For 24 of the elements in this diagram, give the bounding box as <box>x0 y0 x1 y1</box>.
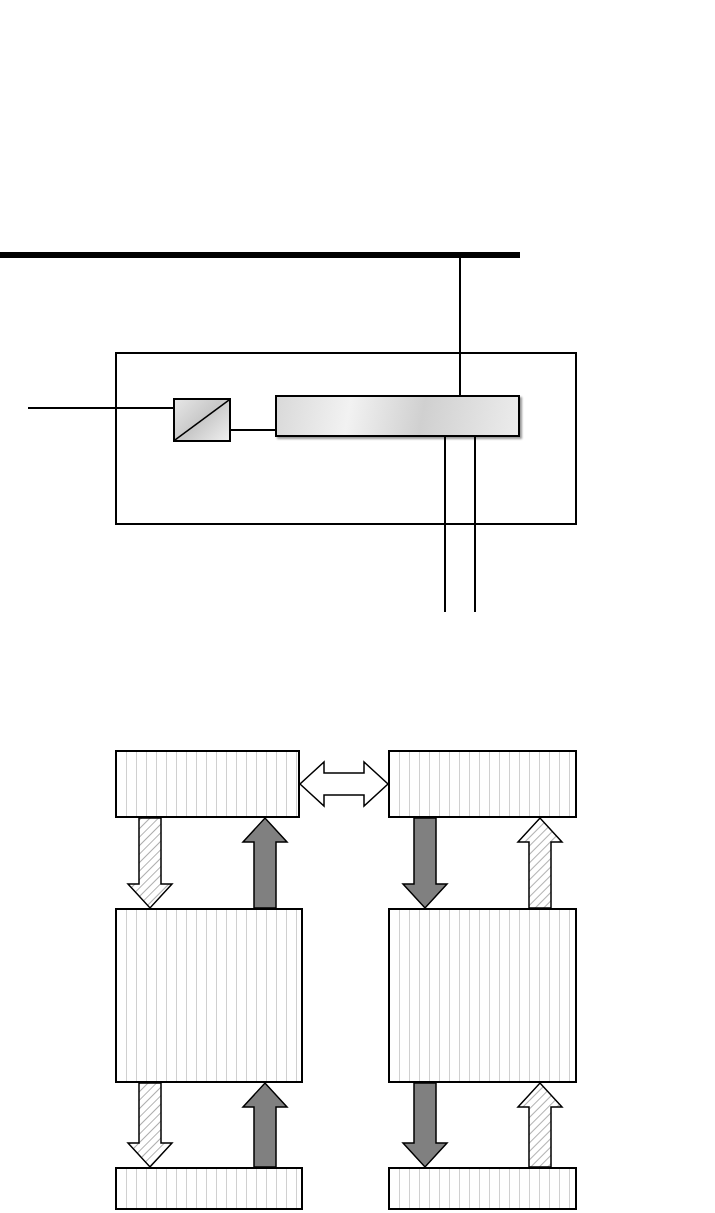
block-arrow <box>516 1081 564 1168</box>
block-box <box>388 1167 577 1210</box>
block-box <box>388 750 577 818</box>
converter-box <box>173 398 231 442</box>
marble-panel <box>275 395 520 437</box>
connector-line <box>444 436 446 613</box>
block-arrow <box>241 816 289 909</box>
block-arrow <box>298 760 390 808</box>
block-box <box>388 908 577 1083</box>
block-arrow <box>126 817 174 910</box>
block-arrow <box>241 1081 289 1168</box>
block-arrow <box>126 1082 174 1169</box>
block-box <box>115 908 303 1083</box>
connector-line <box>459 257 461 396</box>
connector-line <box>27 407 174 409</box>
block-box <box>115 750 300 818</box>
block-arrow <box>401 817 449 910</box>
enclosure-box <box>115 352 577 525</box>
bus-bar <box>0 252 520 258</box>
block-box <box>115 1167 303 1210</box>
block-arrow <box>401 1082 449 1169</box>
connector-line <box>230 429 276 431</box>
connector-line <box>474 436 476 613</box>
block-arrow <box>516 816 564 909</box>
